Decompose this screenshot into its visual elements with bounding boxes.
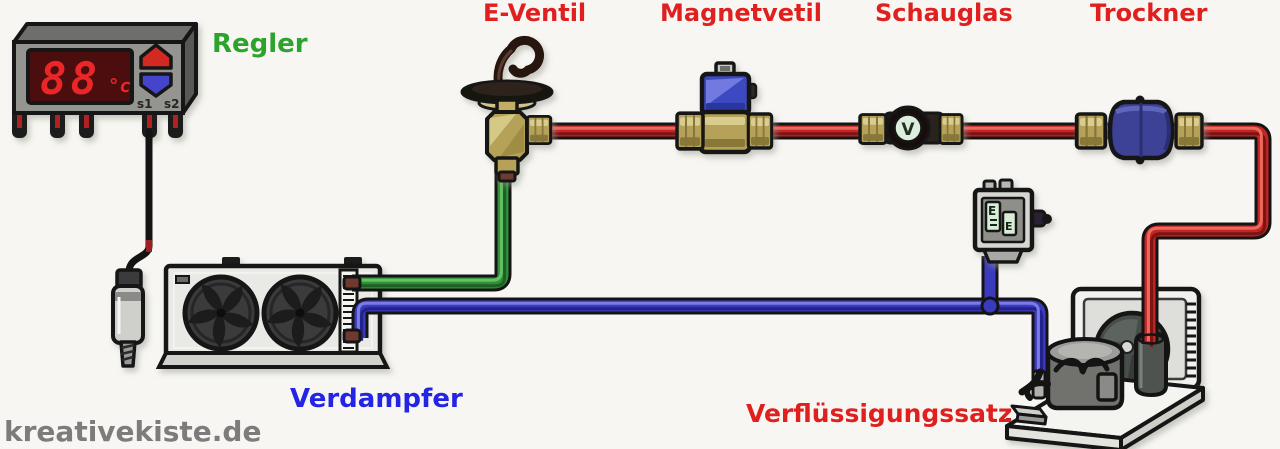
condenser-fins [1186, 302, 1196, 378]
sensor-label-s1: s1 [137, 97, 153, 111]
expansion-valve [460, 35, 554, 183]
label-regler: Regler [212, 29, 308, 59]
compressor-tubes [1053, 357, 1110, 375]
solenoid-valve [675, 61, 774, 155]
fan-icon [264, 277, 336, 349]
temperature-controller: 88 °c s1 s2 [12, 22, 198, 138]
controller-display [26, 48, 134, 105]
fan-icon [185, 277, 257, 349]
controller-legs [12, 110, 183, 138]
compressor-terminal [1096, 372, 1118, 402]
down-arrow-button[interactable] [139, 72, 173, 98]
display-value: 88 [40, 54, 101, 105]
filter-dryer [1074, 95, 1204, 165]
compressor-hose [1024, 380, 1051, 401]
label-schauglas: Schauglas [875, 0, 1013, 27]
temperature-probe [111, 268, 145, 368]
sight-glass: V [858, 105, 964, 151]
sight-glass-symbol: V [901, 120, 915, 140]
suction-line-tee [980, 296, 1000, 316]
label-verfluessigungssatz: Verflüssigungssatz [746, 399, 1012, 428]
watermark: kreativekiste.de [4, 415, 261, 448]
display-unit: °c [108, 75, 131, 97]
receiver-rim [1137, 333, 1165, 345]
sensor-cable [125, 128, 153, 276]
sensor-label-s2: s2 [164, 97, 180, 111]
up-arrow-button[interactable] [139, 43, 173, 70]
evaporator-vent [175, 275, 190, 284]
label-trockner: Trockner [1090, 0, 1208, 27]
compressor [1006, 337, 1125, 426]
evaporator-base [155, 351, 391, 369]
pressure-switch-display-right: E [1005, 220, 1013, 233]
pressure-switch: E E [972, 178, 1052, 264]
sight-glass-window [893, 113, 923, 143]
label-magnetventil: Magnetvetil [660, 0, 822, 27]
pressure-switch-neck [982, 248, 1024, 264]
suction-line-blue [358, 256, 1041, 379]
evaporator-outlet-fitting [342, 328, 362, 344]
evaporator-inlet-fitting [342, 275, 362, 291]
label-e-ventil: E-Ventil [483, 0, 586, 27]
label-verdampfer: Verdampfer [290, 384, 463, 414]
pressure-switch-display-left: E [988, 204, 996, 218]
